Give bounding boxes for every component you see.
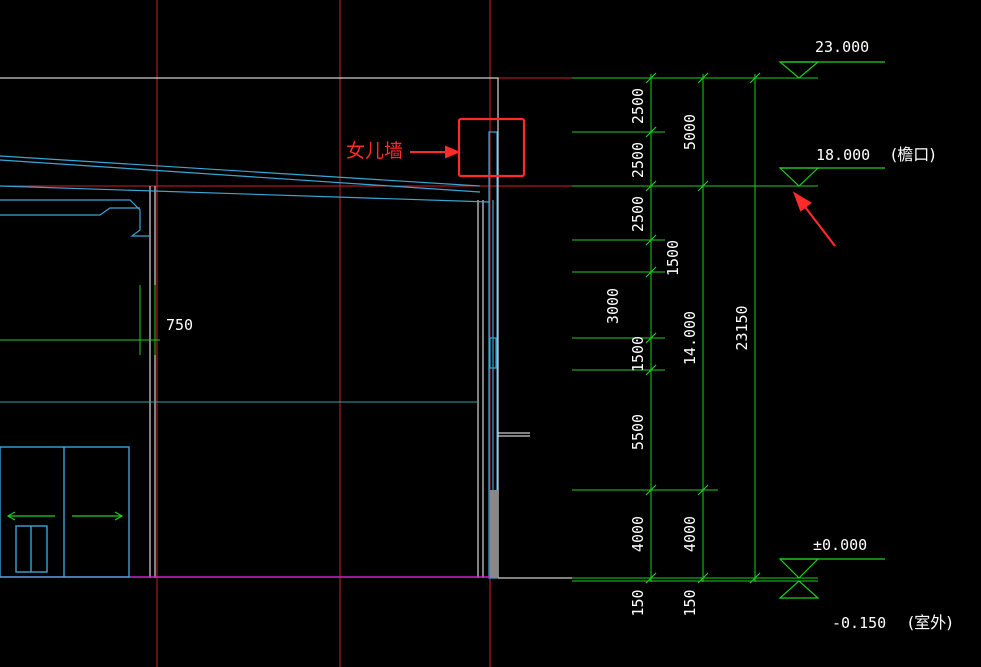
dim-col1-small1: 1500: [664, 240, 682, 276]
arrow-right-head-icon: [114, 511, 124, 521]
dim-texts: 2500 2500 2500 3000 5500 4000 150 1500 1…: [604, 88, 751, 617]
dim-col1-seg6: 4000: [629, 516, 647, 552]
elev-eave-note: (檐口): [891, 145, 936, 164]
elev-outdoor-triangle-icon: [778, 580, 820, 599]
grid-axis-lines: [0, 0, 572, 667]
dim-col2-seg4: 150: [681, 589, 699, 616]
window-strip: [489, 337, 497, 369]
entrance-door: [0, 446, 130, 578]
elev-zero-triangle-icon: [778, 558, 820, 579]
parapet-highlight-box: [457, 117, 526, 178]
parapet-label: 女儿墙: [346, 140, 403, 162]
roof-structure: [0, 131, 498, 579]
elev-outdoor-note: (室外): [908, 613, 953, 632]
dim-col2-seg2: 14.000: [681, 311, 699, 365]
elev-outdoor-text: -0.150: [832, 614, 886, 632]
dimension-chains: [572, 74, 818, 582]
roof-slope-lower: [0, 159, 481, 193]
gutter-detail-2: [0, 207, 140, 216]
parapet-top-outline: [0, 77, 499, 578]
dim-750-group: [0, 285, 160, 355]
dim-col1-seg3: 2500: [629, 196, 647, 232]
dim-col1-seg1: 2500: [629, 88, 647, 124]
parapet-arrow-icon: [410, 145, 461, 159]
elev-zero-text: ±0.000: [813, 536, 867, 554]
elev-top-text: 23.000: [815, 38, 869, 56]
building-outline: [0, 77, 572, 579]
roof-slope-upper: [0, 155, 481, 187]
elevation-markers: [778, 61, 885, 599]
arrow-left-head-icon: [6, 511, 16, 521]
roof-slope-under: [0, 185, 491, 203]
dim-col1-seg2: 2500: [629, 142, 647, 178]
plinth-block: [490, 490, 498, 578]
dim-col2-seg3: 4000: [681, 516, 699, 552]
dim-col1-small2: 1500: [629, 336, 647, 372]
dim-col1-seg4: 3000: [604, 288, 622, 324]
dim-col3-total: 23150: [733, 305, 751, 350]
dim-750-text: 750: [166, 316, 193, 334]
door-arrows: [6, 511, 124, 521]
elev-eave-triangle-icon: [778, 167, 820, 187]
dimension-ticks: [645, 72, 761, 584]
dim-col1-seg5: 5500: [629, 414, 647, 450]
dim-col1-seg7: 150: [629, 589, 647, 616]
elev-eave-text: 18.000: [816, 146, 870, 164]
elev-top-triangle-icon: [778, 61, 820, 79]
gutter-detail: [0, 199, 150, 237]
eave-pointer-arrow-icon: [792, 191, 836, 247]
dim-col2-seg1: 5000: [681, 114, 699, 150]
